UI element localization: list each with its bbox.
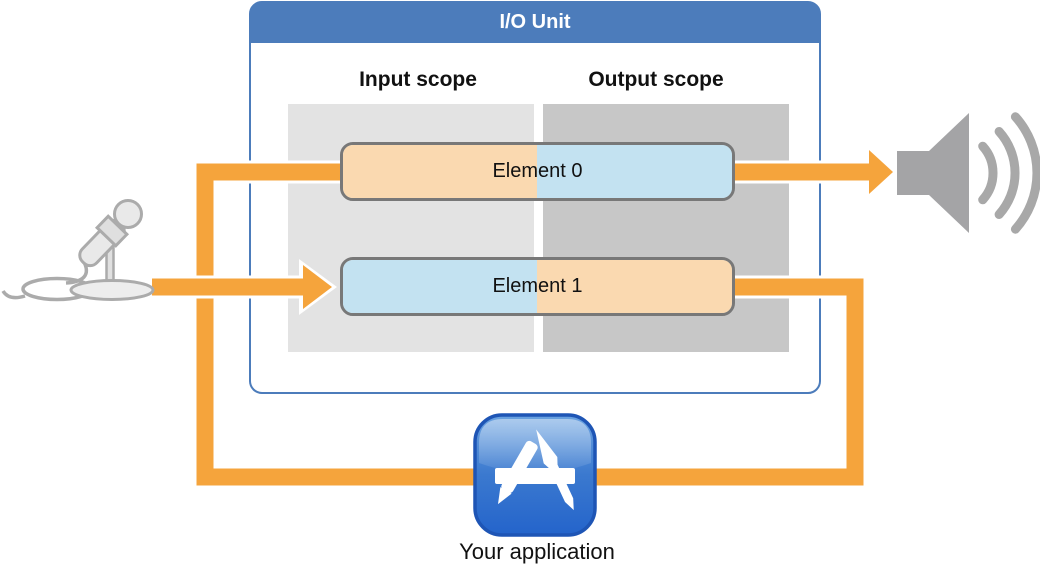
- app-store-icon: [473, 413, 597, 537]
- microphone-icon: [1, 199, 155, 302]
- element-1-label: Element 1: [492, 275, 583, 297]
- element-0-bar: Element 0: [340, 142, 735, 201]
- element-0-label: Element 0: [492, 160, 583, 182]
- io-unit-header: I/O Unit: [250, 2, 820, 43]
- element-1-bar: Element 1: [340, 257, 735, 316]
- input-scope-label: Input scope: [359, 68, 477, 91]
- element-0-output-half: [537, 145, 732, 198]
- output-scope-label: Output scope: [588, 68, 724, 91]
- io-unit-title: I/O Unit: [499, 11, 571, 33]
- application-label: Your application: [459, 539, 615, 564]
- speaker-icon: [897, 112, 1040, 234]
- sound-waves-icon: [978, 112, 1040, 234]
